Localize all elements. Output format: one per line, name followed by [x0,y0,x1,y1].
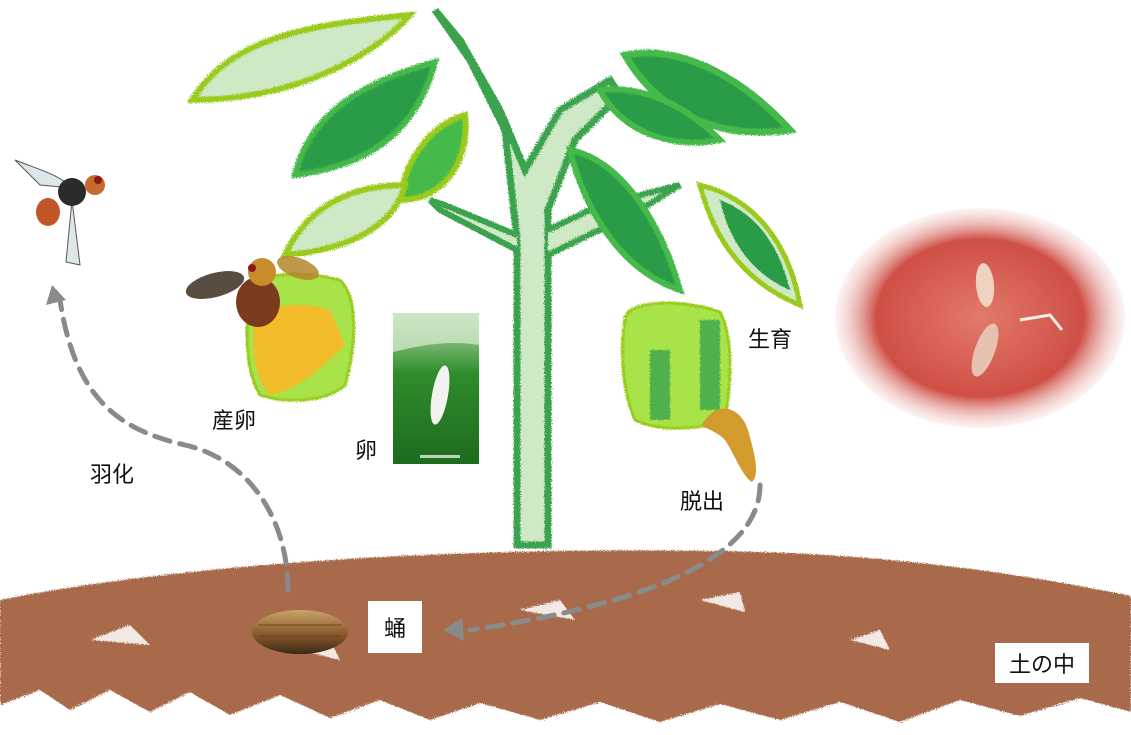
label-pupa: 蛹 [368,601,422,653]
pepper-growth [622,303,730,428]
label-egg: 卵 [355,433,377,465]
label-emergence: 羽化 [90,457,134,489]
soil [0,550,1131,735]
tomato-with-larvae [835,208,1125,428]
larva-exiting [702,409,756,482]
pupa [252,610,348,654]
label-growth: 生育 [748,322,792,354]
label-exit: 脱出 [680,484,724,516]
adult-fly [15,160,105,265]
label-in-soil: 土の中 [995,643,1089,683]
egg-micrograph [393,313,479,464]
label-oviposition: 産卵 [212,403,256,435]
